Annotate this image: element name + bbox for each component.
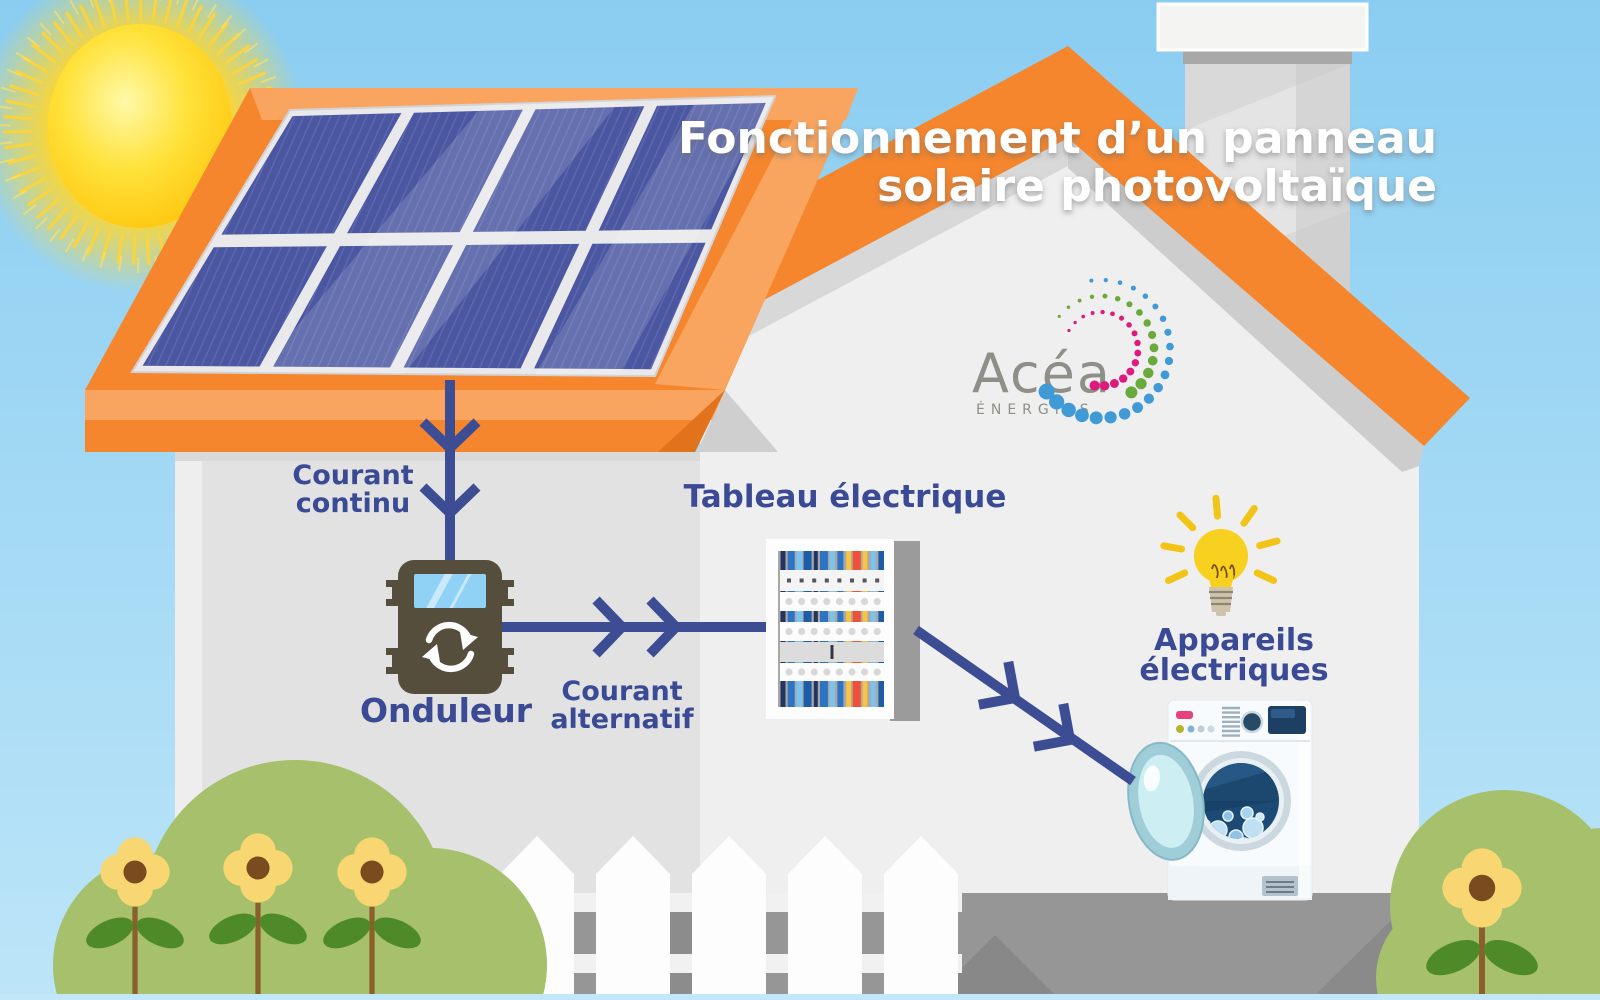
inverter-icon	[386, 560, 514, 694]
gable-roof	[700, 46, 1470, 446]
solar-panel-icon	[130, 94, 777, 378]
appliances-flow-arrow	[913, 625, 1136, 786]
roof-fascia	[85, 390, 778, 461]
electrical-panel-icon	[766, 539, 920, 721]
bush-right	[1376, 790, 1600, 1000]
label-appareils-electriques: Appareils	[1154, 623, 1314, 658]
bush-left	[53, 760, 547, 1000]
cycle-arrows-icon	[425, 621, 475, 673]
light-bulb-icon	[1160, 494, 1281, 616]
label-courant-continu: Courant	[292, 460, 413, 491]
title-line-2: solaire photovoltaïque	[877, 161, 1437, 212]
flowers	[86, 833, 421, 1000]
washing-machine-icon	[1127, 699, 1313, 901]
label-courant-continu: continu	[296, 488, 410, 519]
page-title: Fonctionnement d’un panneau solaire phot…	[678, 113, 1437, 212]
picket-fence	[470, 836, 962, 1000]
dc-flow-arrow	[419, 380, 481, 560]
roof-shadow-left	[700, 138, 1068, 362]
label-tableau-electrique: Tableau électrique	[684, 479, 1007, 515]
ground-edge	[0, 994, 1600, 1000]
label-appareils-electriques: électriques	[1139, 653, 1328, 688]
label-onduleur: Onduleur	[360, 691, 533, 730]
ac-flow-arrow	[502, 596, 766, 658]
logo-spiral-dots	[1038, 278, 1174, 425]
label-courant-alternatif: alternatif	[550, 704, 694, 735]
label-courant-alternatif: Courant	[561, 676, 682, 707]
title-line-1: Fonctionnement d’un panneau	[678, 113, 1437, 164]
roof-shadow-right	[1068, 138, 1424, 472]
acea-logo: Acéa ÉNERGIES	[972, 278, 1174, 425]
